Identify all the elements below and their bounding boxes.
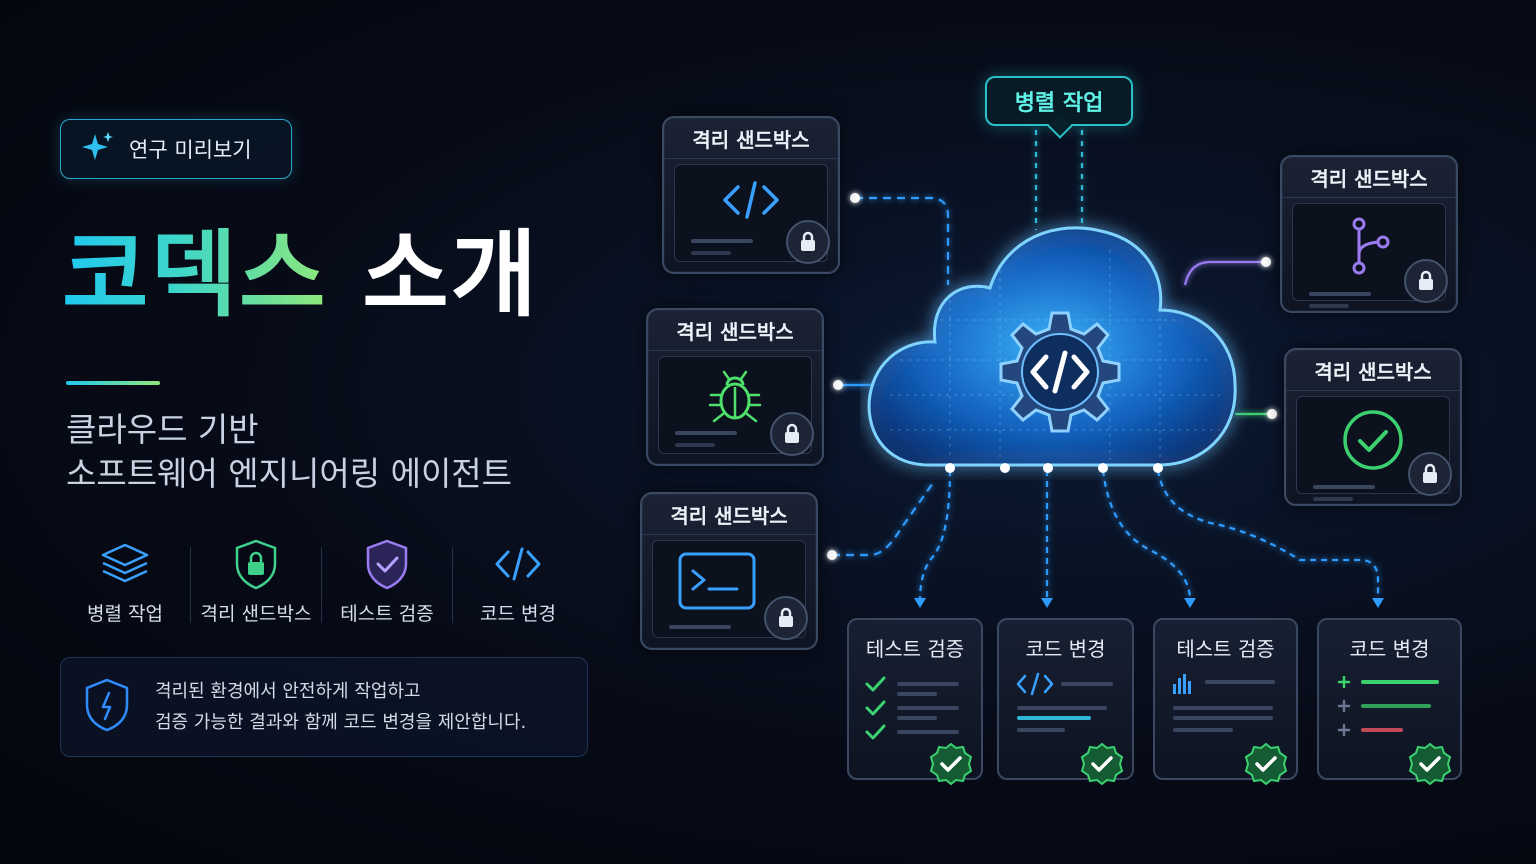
lock-icon	[764, 596, 808, 640]
research-preview-badge: 연구 미리보기	[60, 119, 292, 179]
feature-label: 병렬 작업	[87, 603, 163, 625]
bug-icon	[659, 367, 811, 425]
sandbox-card-bug: 격리 샌드박스	[646, 308, 824, 466]
sandbox-card-branch: 격리 샌드박스	[1280, 155, 1458, 313]
title-underline	[66, 381, 160, 385]
output-card-code: 코드 변경	[997, 618, 1134, 786]
code-icon	[675, 175, 827, 225]
output-card-test-2: 테스트 검증	[1153, 618, 1298, 786]
sandbox-label: 격리 샌드박스	[642, 494, 816, 535]
code-icon	[1016, 672, 1113, 732]
feature-label: 격리 샌드박스	[200, 603, 312, 625]
lock-icon	[786, 220, 830, 264]
shield-icon	[83, 677, 131, 737]
sparkle-icon	[81, 130, 115, 168]
layers-icon	[99, 535, 151, 593]
output-label: 코드 변경	[1025, 637, 1106, 661]
feature-label: 테스트 검증	[340, 603, 434, 625]
verified-check-icon	[929, 742, 973, 786]
parallel-work-tag: 병렬 작업	[985, 76, 1133, 126]
badge-label: 연구 미리보기	[129, 138, 252, 162]
output-label: 코드 변경	[1349, 637, 1430, 661]
feature-sandbox: 격리 샌드박스	[191, 535, 321, 635]
divider	[190, 547, 191, 623]
sandbox-card-code: 격리 샌드박스	[662, 116, 840, 274]
sandbox-label: 격리 샌드박스	[1286, 350, 1460, 391]
output-card-test: 테스트 검증	[847, 618, 983, 786]
sandbox-card-check: 격리 샌드박스	[1284, 348, 1462, 506]
feature-parallel: 병렬 작업	[60, 535, 190, 635]
verified-check-icon	[1408, 742, 1452, 786]
sandbox-card-terminal: 격리 샌드박스	[640, 492, 818, 650]
subtitle-line-1: 클라우드 기반	[66, 410, 259, 449]
page-title: 코덱스 소개	[62, 221, 540, 330]
lock-icon	[1404, 259, 1448, 303]
output-label: 테스트 검증	[865, 637, 965, 661]
feature-test: 테스트 검증	[322, 535, 452, 635]
code-icon	[492, 535, 544, 593]
subtitle: 클라우드 기반 소프트웨어 엔지니어링 에이전트	[66, 408, 512, 496]
check-shield-icon	[364, 535, 410, 593]
feature-label: 코드 변경	[480, 603, 556, 625]
diff-icon	[1337, 676, 1439, 737]
feature-code: 코드 변경	[453, 535, 583, 635]
branch-icon	[1293, 214, 1445, 278]
lock-icon	[1408, 452, 1452, 496]
output-label: 테스트 검증	[1176, 637, 1275, 661]
check-circle-icon	[1297, 407, 1449, 473]
lock-icon	[770, 412, 814, 456]
feature-list: 병렬 작업 격리 샌드박스 테스트 검증	[60, 535, 600, 635]
divider	[321, 547, 322, 623]
subtitle-line-2: 소프트웨어 엔지니어링 에이전트	[66, 454, 513, 493]
terminal-icon	[653, 551, 805, 611]
output-card-diff: 코드 변경	[1317, 618, 1462, 786]
info-line-2: 검증 가능한 결과와 함께 코드 변경을 제안합니다.	[155, 712, 527, 733]
verified-check-icon	[1244, 742, 1288, 786]
divider	[452, 547, 453, 623]
title-rest: 소개	[362, 221, 540, 330]
sandbox-label: 격리 샌드박스	[648, 310, 822, 351]
lock-shield-icon	[233, 535, 279, 593]
bar-chart-icon	[1173, 674, 1275, 732]
sandbox-label: 격리 샌드박스	[1282, 157, 1456, 198]
title-highlight: 코덱스	[62, 221, 328, 330]
info-line-1: 격리된 환경에서 안전하게 작업하고	[155, 681, 421, 702]
checklist-icon	[865, 676, 959, 740]
sandbox-label: 격리 샌드박스	[664, 118, 838, 159]
info-box: 격리된 환경에서 안전하게 작업하고 검증 가능한 결과와 함께 코드 변경을 …	[60, 657, 588, 757]
verified-check-icon	[1080, 742, 1124, 786]
gear-code-icon	[999, 311, 1121, 433]
